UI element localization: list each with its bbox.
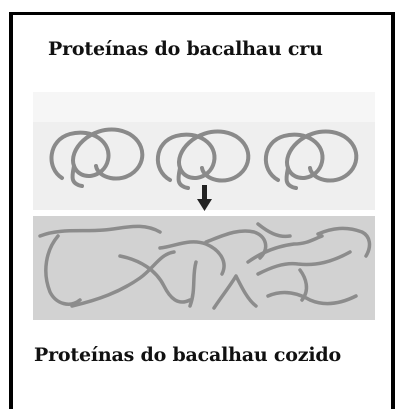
cooked-proteins-title: Proteínas do bacalhau cozido (34, 344, 341, 366)
